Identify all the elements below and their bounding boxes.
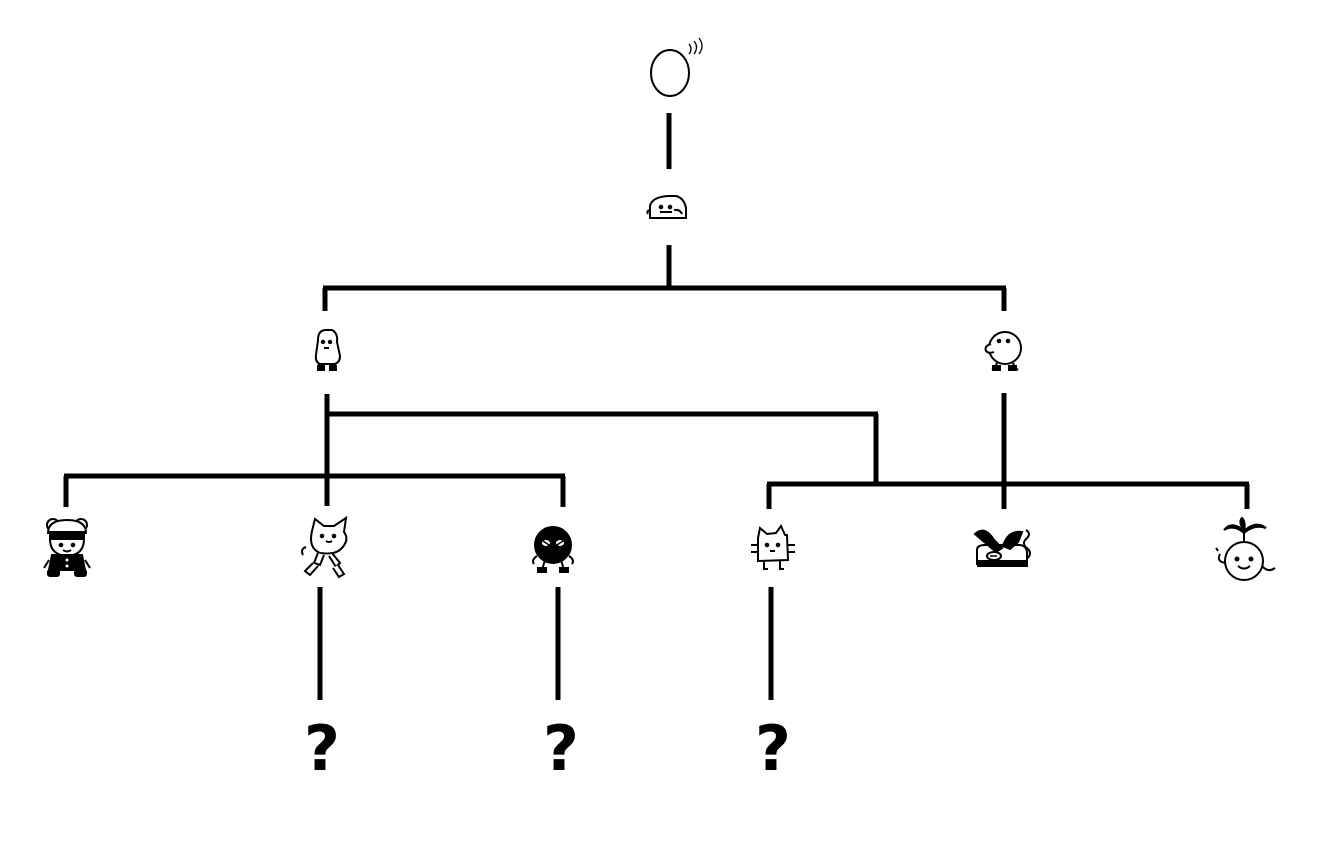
palm-tree-teen-icon bbox=[1215, 516, 1276, 581]
child-bird-icon bbox=[984, 331, 1022, 371]
cat-teen-icon bbox=[301, 515, 348, 579]
box-cat-teen-icon bbox=[751, 523, 795, 570]
question-mark-icon: ? bbox=[304, 712, 340, 785]
egg-icon bbox=[650, 37, 703, 97]
question-mark-icon: ? bbox=[543, 712, 579, 785]
baby-blob-icon bbox=[646, 195, 687, 219]
unknown-adults: ? ? ? bbox=[304, 712, 791, 785]
bear-teen-icon bbox=[43, 518, 91, 577]
rabbit-teen-icon bbox=[973, 529, 1031, 567]
connector-lines bbox=[63, 113, 1250, 700]
question-mark-icon: ? bbox=[755, 712, 791, 785]
black-blob-teen-icon bbox=[532, 526, 574, 573]
child-marutchi-icon bbox=[314, 329, 342, 371]
